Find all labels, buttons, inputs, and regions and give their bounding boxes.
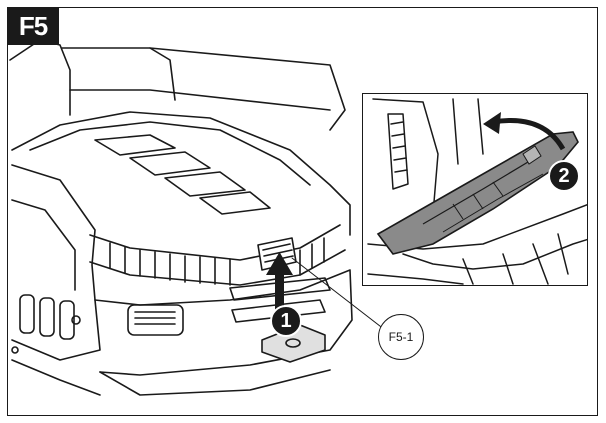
inset-body-legs [462, 233, 569, 285]
side-screw [71, 315, 81, 325]
grille-top-edge [89, 224, 341, 261]
upper-frame-outline [61, 47, 176, 101]
side-slot-2 [39, 297, 55, 337]
bumper-vent-lines [134, 311, 176, 325]
slot-strip [231, 299, 326, 323]
lifted-hood-lid [376, 131, 579, 255]
bumper-vent [127, 304, 184, 336]
left-frame-outline [9, 39, 71, 116]
step-1-marker: 1 [270, 305, 302, 337]
grille-bottom-edge [89, 249, 346, 286]
inset-body-lower [402, 238, 587, 270]
curved-arrow-icon [483, 112, 566, 151]
grille-slats [109, 237, 325, 286]
hood-vent-3 [164, 171, 246, 197]
inset-bottom-line [367, 273, 464, 285]
callout-leader-line [291, 257, 386, 331]
tow-hitch-hole [285, 338, 301, 348]
callout-label: F5-1 [378, 314, 424, 360]
front-bumper-outline [94, 269, 353, 376]
step-2-marker: 2 [548, 160, 580, 192]
seat-back-outline [149, 47, 346, 131]
hood-open-illustration [367, 98, 587, 285]
inset-slot-frame [387, 113, 409, 190]
inset-background-lines [452, 98, 484, 165]
inset-slot-lines [390, 121, 408, 173]
left-body-outline [11, 164, 101, 361]
hood-inner-outline [29, 121, 311, 186]
seat-edge-line [69, 89, 331, 111]
bumper-bottom-line [99, 369, 331, 396]
inset-panel: 2 [362, 93, 588, 286]
side-slot-1 [19, 294, 35, 334]
lower-left-line [11, 359, 101, 396]
arrow-up-icon [266, 252, 293, 310]
hood-top-outline [11, 111, 351, 236]
lower-screw [11, 346, 19, 354]
hood-vent-2 [129, 151, 211, 176]
figure-badge: F5 [7, 7, 59, 45]
hood-vent-1 [94, 134, 176, 156]
left-body-crease [11, 199, 76, 291]
side-slot-3 [59, 300, 75, 340]
slot-strip-upper [229, 277, 331, 301]
hood-vent-4 [199, 191, 271, 215]
